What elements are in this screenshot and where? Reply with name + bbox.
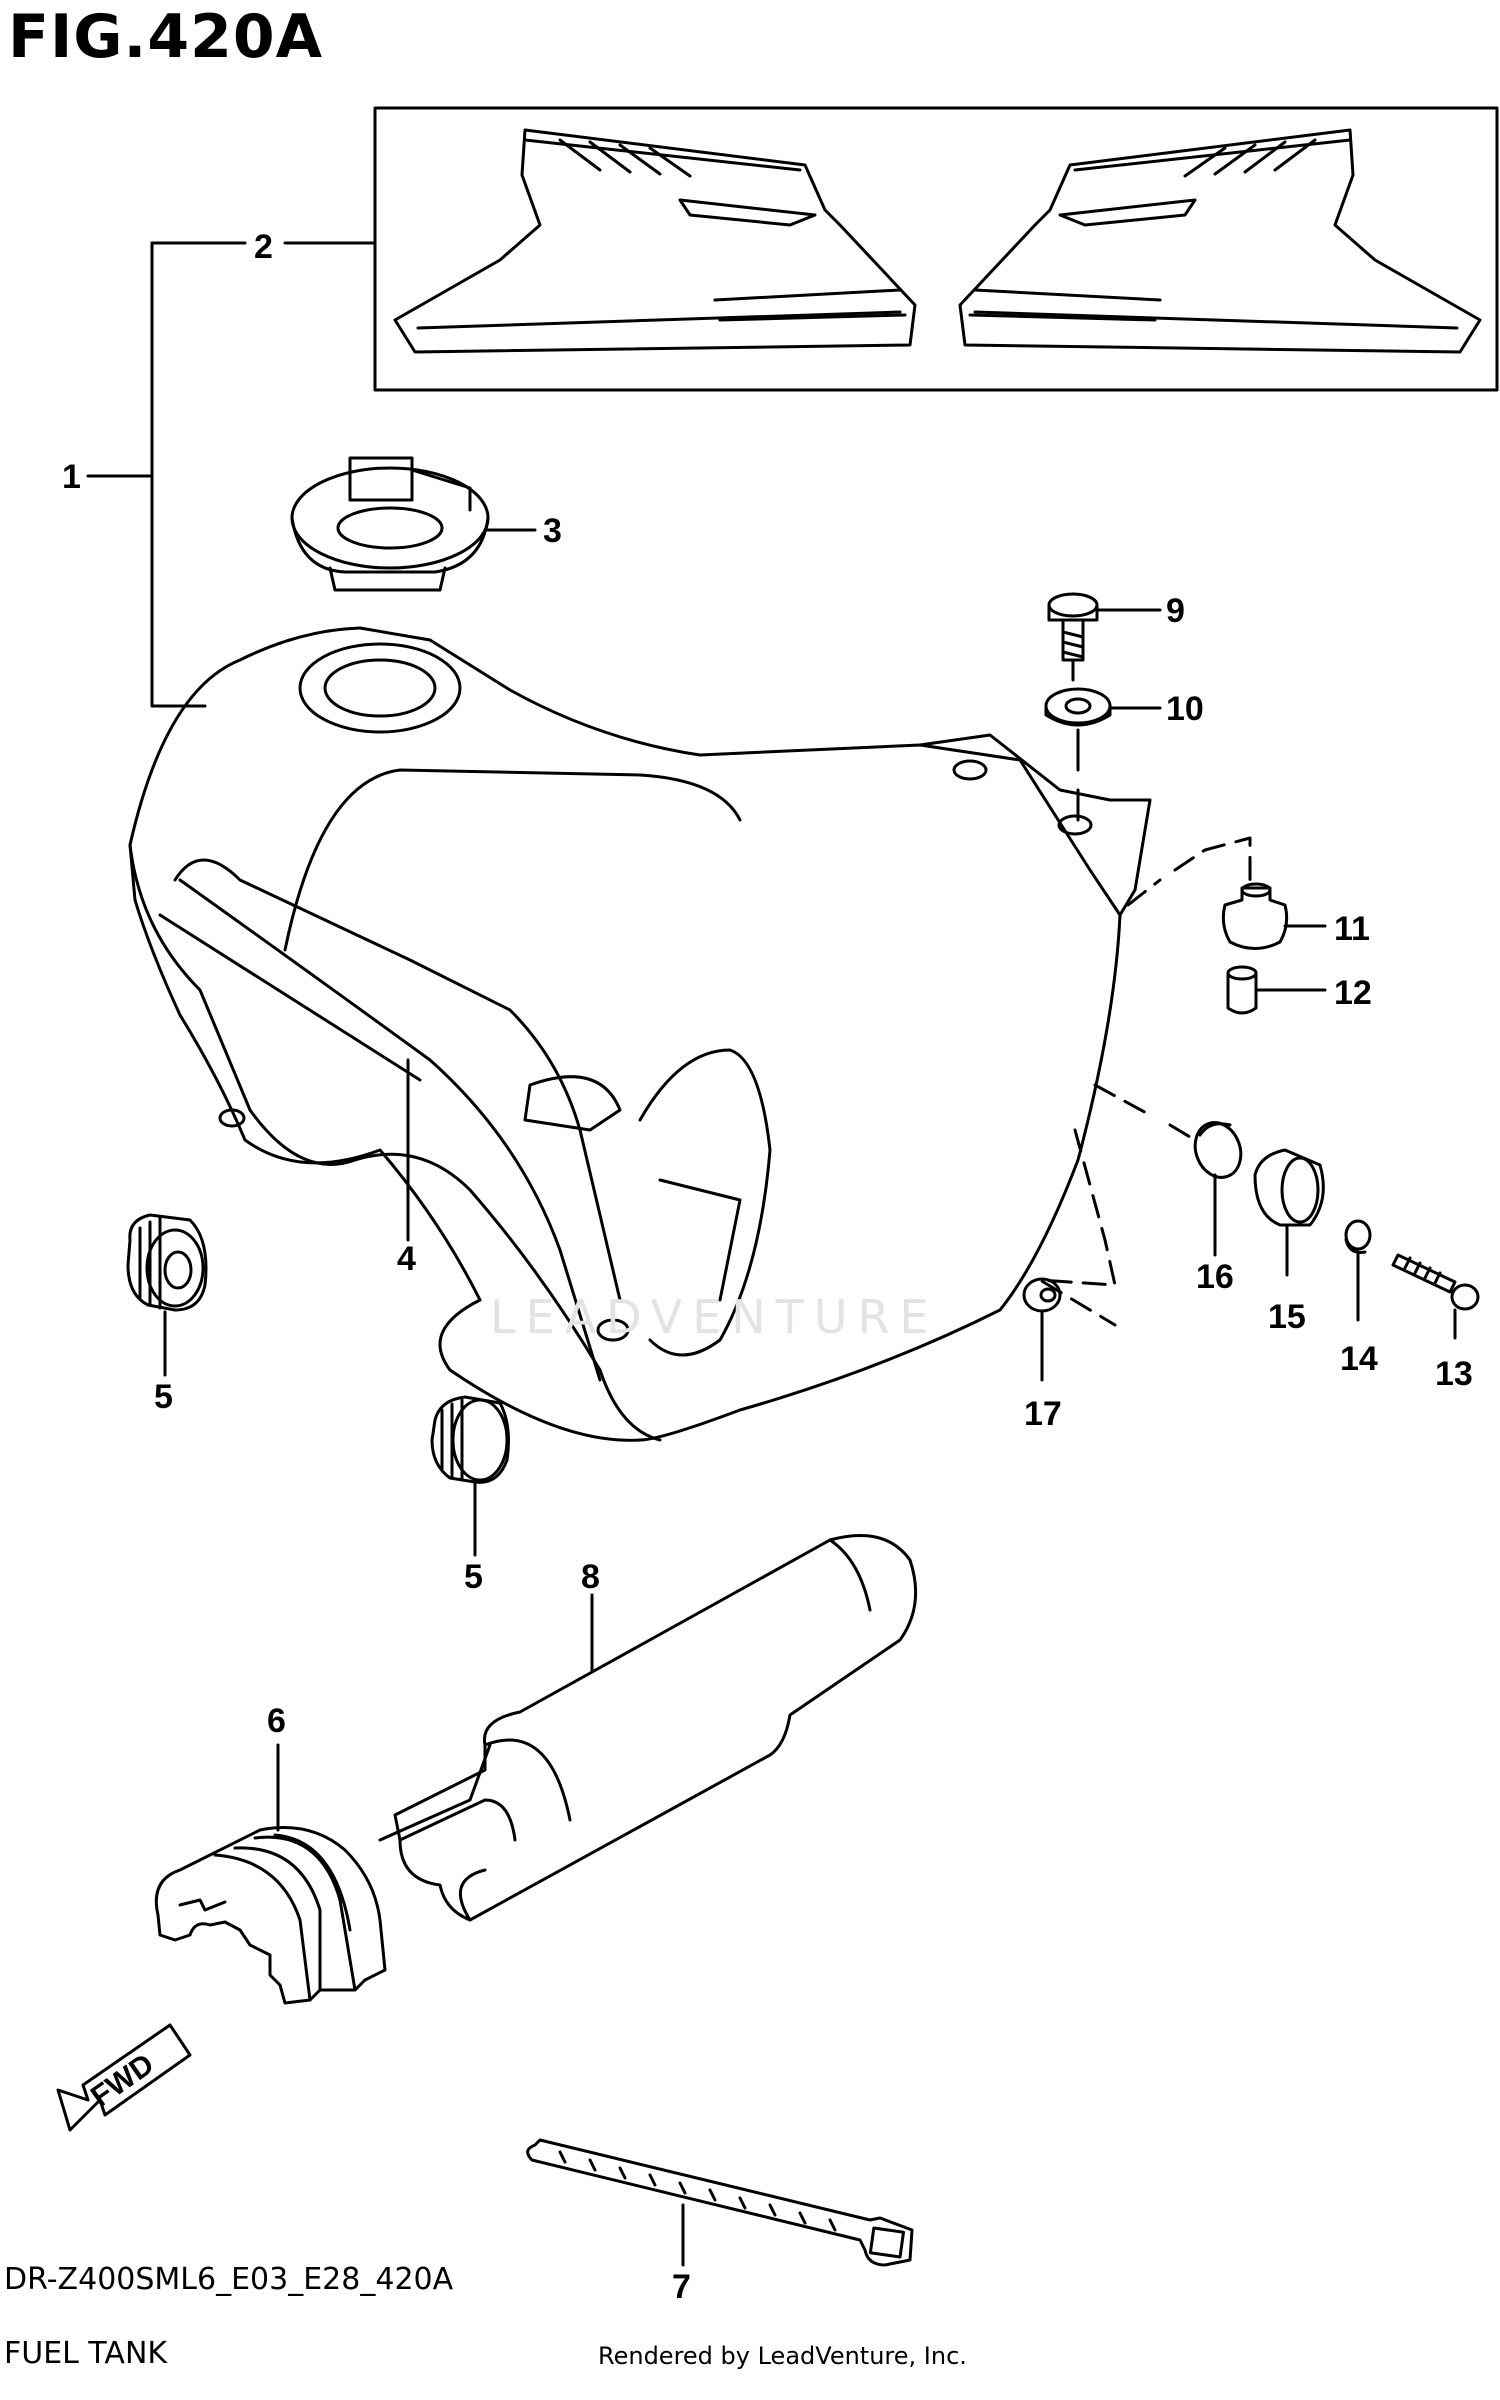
cushion-16 (1193, 1121, 1243, 1179)
callout-11: 11 (1334, 910, 1370, 948)
decal-right (958, 128, 1482, 354)
cable-tie-7 (526, 2138, 914, 2267)
callout-3: 3 (543, 512, 562, 550)
callout-14: 14 (1340, 1340, 1378, 1378)
protector-6 (154, 1826, 387, 2005)
washer-10 (1044, 687, 1112, 727)
callout-17: 17 (1024, 1395, 1062, 1433)
callout-8: 8 (581, 1558, 600, 1596)
callout-12: 12 (1334, 974, 1372, 1012)
grommet-11 (1221, 882, 1289, 950)
bolt-13 (1391, 1253, 1480, 1311)
collar-12 (1226, 965, 1258, 1015)
decal-set-box (373, 106, 1499, 392)
cushion-15 (1253, 1148, 1325, 1227)
washer-14 (1344, 1219, 1372, 1254)
leader-1-bracket (150, 241, 207, 708)
callout-6: 6 (267, 1702, 286, 1740)
assembly-line-17 (1038, 1128, 1117, 1327)
callout-10: 10 (1166, 690, 1204, 728)
callout-13: 13 (1435, 1355, 1473, 1393)
cover-8 (378, 1534, 918, 1922)
collar-17 (1022, 1277, 1062, 1313)
bolt-9 (1047, 592, 1099, 662)
assembly-line-top (1071, 658, 1080, 822)
callout-1: 1 (62, 458, 81, 496)
callout-5a: 5 (154, 1378, 173, 1416)
cushion-5-lower (430, 1395, 510, 1484)
assembly-line-16 (1093, 1083, 1197, 1142)
watermark: LEADVENTURE (490, 1290, 939, 1344)
figure-title: FIG.420A (8, 2, 324, 72)
fwd-arrow (56, 2023, 192, 2132)
callout-9: 9 (1166, 592, 1185, 630)
model-code: DR-Z400SML6_E03_E28_420A (4, 2262, 454, 2297)
callout-16: 16 (1196, 1258, 1234, 1296)
callout-5b: 5 (464, 1558, 483, 1596)
decal-left (393, 128, 917, 354)
assembly-line-11 (1126, 836, 1252, 907)
fuel-tank (128, 626, 1152, 1442)
vent-hose (158, 913, 422, 1082)
callout-2: 2 (254, 228, 273, 266)
rendered-by: Rendered by LeadVenture, Inc. (598, 2342, 967, 2370)
fuel-cap (290, 456, 490, 592)
callout-7: 7 (672, 2268, 691, 2306)
figure-name: FUEL TANK (4, 2336, 168, 2371)
callout-15: 15 (1268, 1298, 1306, 1336)
cushion-5-upper (126, 1213, 208, 1312)
callout-4: 4 (397, 1240, 416, 1278)
